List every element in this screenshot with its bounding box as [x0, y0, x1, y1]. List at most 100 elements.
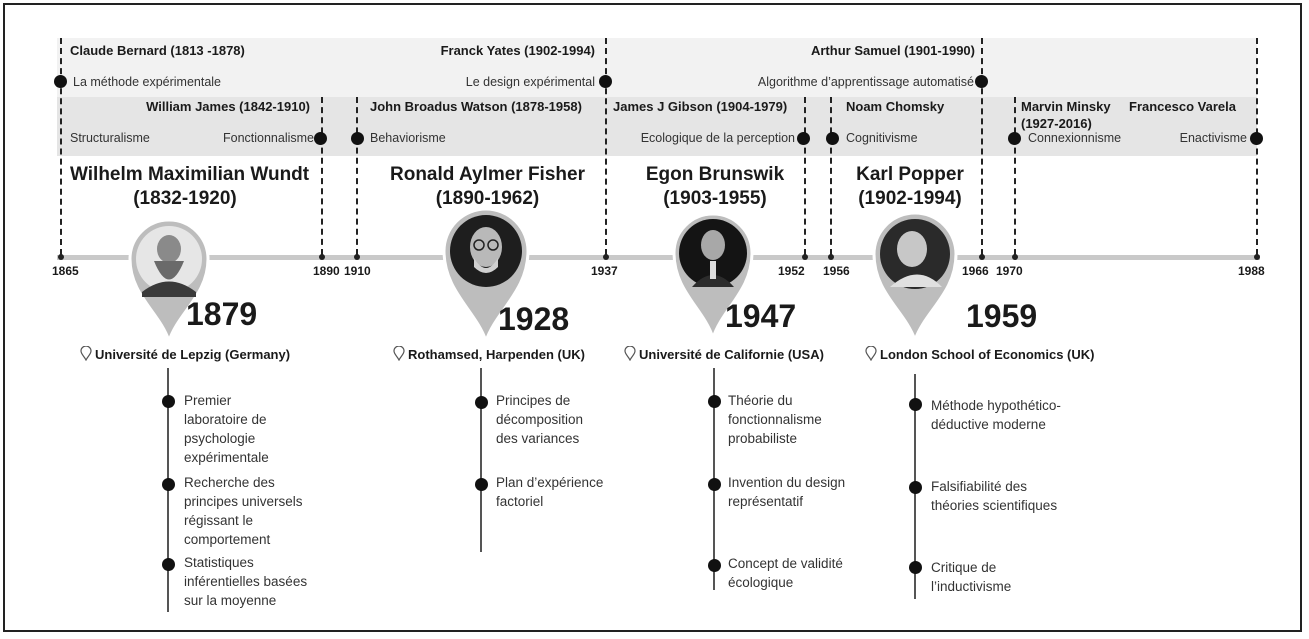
dashed-line-1865: [60, 38, 62, 255]
bernard-name: Claude Bernard (1813 -1878): [70, 43, 245, 58]
bullet-dot: [909, 398, 922, 411]
chomsky-name: Noam Chomsky: [846, 99, 945, 114]
gibson-name: James J Gibson (1904-1979): [613, 99, 788, 114]
dashed-line-1890: [321, 97, 323, 255]
bullet-dot: [708, 478, 721, 491]
dashed-line-1966: [981, 38, 983, 255]
james-name: William James (1842-1910): [146, 99, 310, 114]
samuel-name: Arthur Samuel (1901-1990): [810, 43, 975, 58]
wundt-name: Wilhelm Maximilian Wundt(1832-1920): [70, 164, 310, 209]
samuel-dot: [975, 75, 988, 88]
axis-year: 1966: [962, 264, 989, 278]
popper-item-1: Méthode hypothético-déductive moderne: [931, 398, 1061, 432]
timeline-axis: [57, 255, 1260, 260]
dashed-line-1970: [1014, 97, 1016, 255]
fisher-name: Ronald Aylmer Fisher(1890-1962): [390, 164, 585, 209]
brunswik-portrait-pin: [672, 212, 754, 340]
minsky-dates: (1927-2016): [1021, 116, 1092, 131]
axis-tick: [1254, 254, 1260, 260]
varela-field: Enactivisme: [1179, 131, 1247, 145]
brunswik-location: Université de Californie (USA): [624, 346, 824, 362]
watson-dot: [351, 132, 364, 145]
dashed-line-1956: [830, 97, 832, 255]
bullet-dot: [708, 559, 721, 572]
varela-name: Francesco Varela: [1129, 99, 1236, 114]
axis-tick: [828, 254, 834, 260]
gibson-field: Ecologique de la perception: [640, 131, 795, 145]
fisher-branch-line: [480, 368, 482, 552]
bernard-field: La méthode expérimentale: [73, 75, 222, 89]
axis-tick: [58, 254, 64, 260]
axis-year: 1952: [778, 264, 805, 278]
axis-tick: [354, 254, 360, 260]
axis-year: 1956: [823, 264, 850, 278]
axis-year: 1937: [591, 264, 618, 278]
james-field: Fonctionnalisme: [222, 131, 314, 145]
gibson-dot: [797, 132, 810, 145]
popper-portrait-pin: [872, 211, 958, 342]
bullet-dot: [162, 558, 175, 571]
chomsky-field: Cognitivisme: [846, 131, 918, 145]
top-band: [57, 38, 1257, 97]
wundt-year: 1879: [186, 296, 258, 332]
james-dot: [314, 132, 327, 145]
watson-name: John Broadus Watson (1878-1958): [370, 99, 582, 114]
fisher-year: 1928: [498, 301, 570, 337]
chomsky-dot: [826, 132, 839, 145]
wundt-portrait-pin: [128, 218, 210, 343]
bullet-dot: [909, 481, 922, 494]
bernard-dot: [54, 75, 67, 88]
location-pin-icon: [865, 346, 877, 361]
location-pin-icon: [393, 346, 405, 361]
second-band: [57, 97, 1257, 156]
dashed-line-1910: [356, 97, 358, 255]
fisher-location: Rothamsed, Harpenden (UK): [393, 346, 585, 362]
bullet-dot: [162, 478, 175, 491]
bullet-dot: [475, 478, 488, 491]
location-pin-icon: [624, 346, 636, 361]
bullet-dot: [909, 561, 922, 574]
axis-year: 1910: [344, 264, 371, 278]
popper-name: Karl Popper(1902-1994): [856, 164, 964, 209]
structuralisme-field: Structuralisme: [70, 131, 150, 145]
location-pin-icon: [80, 346, 92, 361]
yates-dot: [599, 75, 612, 88]
axis-year: 1988: [1238, 264, 1265, 278]
varela-dot: [1250, 132, 1263, 145]
brunswik-year: 1947: [725, 298, 797, 334]
axis-tick: [603, 254, 609, 260]
popper-location: London School of Economics (UK): [865, 346, 1095, 362]
axis-tick: [802, 254, 808, 260]
diagram-frame: [3, 3, 1302, 632]
bullet-dot: [475, 396, 488, 409]
minsky-name: Marvin Minsky: [1021, 99, 1111, 114]
dashed-line-1937: [605, 38, 607, 255]
axis-year: 1970: [996, 264, 1023, 278]
popper-year: 1959: [966, 298, 1038, 334]
axis-tick: [1012, 254, 1018, 260]
yates-field: Le design expérimental: [465, 75, 595, 89]
yates-name: Franck Yates (1902-1994): [440, 43, 595, 58]
wundt-location: Université de Lepzig (Germany): [80, 346, 290, 362]
dashed-line-1952: [804, 97, 806, 255]
dashed-line-1988: [1256, 38, 1258, 255]
axis-tick: [319, 254, 325, 260]
axis-year: 1890: [313, 264, 340, 278]
fisher-portrait-pin: [442, 207, 530, 343]
axis-tick: [979, 254, 985, 260]
bullet-dot: [162, 395, 175, 408]
brunswik-name: Egon Brunswik(1903-1955): [645, 164, 785, 209]
samuel-field: Algorithme d’apprentissage automatisé: [757, 75, 974, 89]
axis-year: 1865: [52, 264, 79, 278]
minsky-field: Connexionnisme: [1028, 131, 1122, 145]
watson-field: Behaviorisme: [370, 131, 446, 145]
